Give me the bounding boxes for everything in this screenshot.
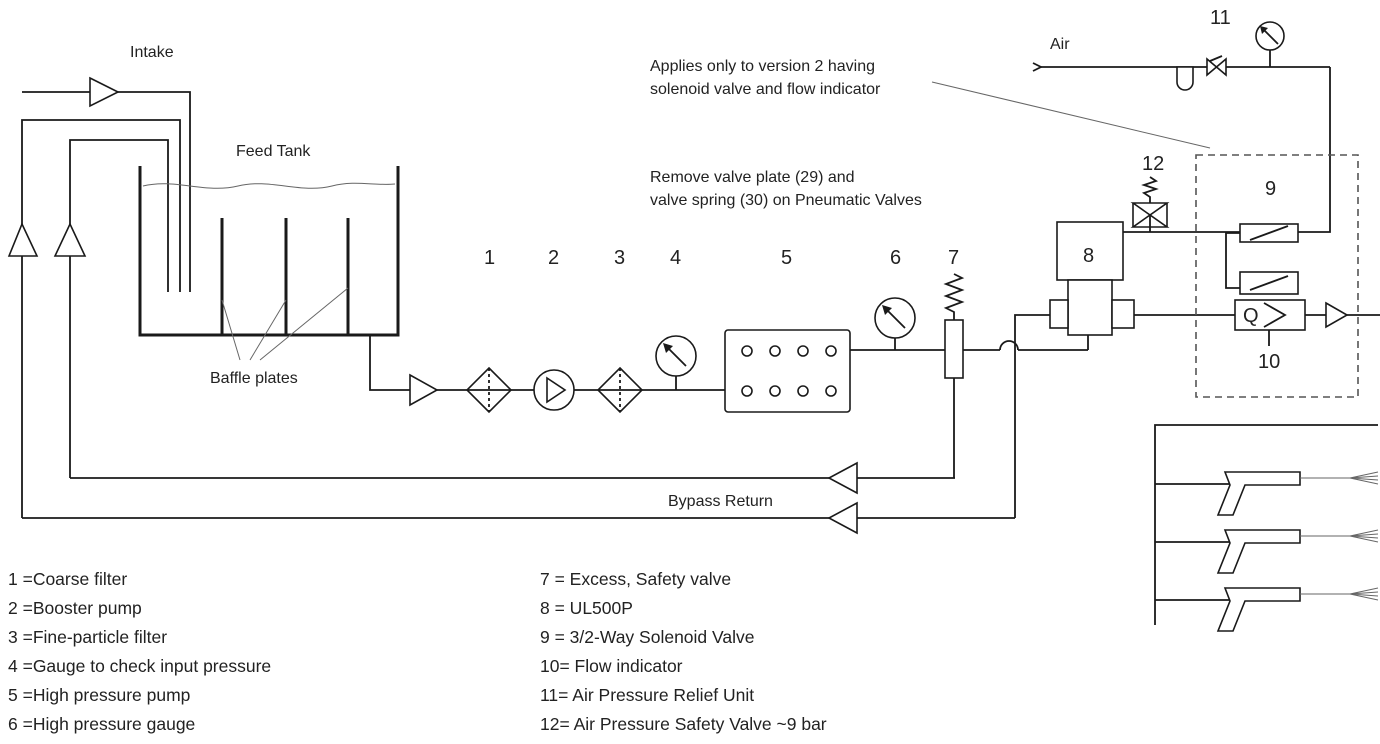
legend-item: 4 =Gauge to check input pressure: [8, 656, 271, 676]
legend-item: 5 =High pressure pump: [8, 685, 190, 705]
component-number-3: 3: [614, 247, 625, 269]
baffle-plates-label: Baffle plates: [210, 370, 298, 387]
component-number-7: 7: [948, 247, 959, 269]
feed-tank: [138, 166, 400, 361]
flow-symbol: Q: [1243, 305, 1259, 327]
intake-label: Intake: [130, 44, 174, 61]
legend-item: 1 =Coarse filter: [8, 569, 127, 589]
component-number-4: 4: [670, 247, 681, 269]
ul500p-unit: [1049, 221, 1235, 350]
legend-item: 7 = Excess, Safety valve: [540, 569, 731, 589]
air-label: Air: [1050, 36, 1070, 53]
legend-left: 1 =Coarse filter 2 =Booster pump 3 =Fine…: [8, 569, 271, 734]
component-number-6: 6: [890, 247, 901, 269]
high-pressure-gauge: [874, 297, 916, 350]
coarse-filter: [465, 366, 513, 414]
component-number-9: 9: [1265, 178, 1276, 200]
component-number-12: 12: [1142, 153, 1164, 175]
note-leader-line: [931, 81, 1211, 149]
bypass-return-inner: [53, 139, 955, 495]
input-pressure-gauge: [655, 335, 697, 390]
version2-region: [1195, 154, 1380, 398]
component-number-1: 1: [484, 247, 495, 269]
spray-gun-2: [1216, 529, 1379, 574]
high-pressure-pump: [724, 329, 851, 413]
feed-tank-label: Feed Tank: [236, 143, 311, 160]
legend-item: 3 =Fine-particle filter: [8, 627, 167, 647]
bypass-return-outer: [7, 119, 1015, 535]
legend-item: 2 =Booster pump: [8, 598, 142, 618]
bypass-return-label: Bypass Return: [668, 493, 773, 510]
component-number-8: 8: [1083, 245, 1094, 267]
legend-right: 7 = Excess, Safety valve 8 = UL500P 9 = …: [540, 569, 827, 734]
component-number-2: 2: [548, 247, 559, 269]
component-number-5: 5: [781, 247, 792, 269]
component-number-10: 10: [1258, 351, 1280, 373]
legend-item: 6 =High pressure gauge: [8, 714, 195, 734]
air-safety-valve: [1123, 176, 1240, 233]
legend-item: 11= Air Pressure Relief Unit: [540, 685, 754, 705]
version2-note-line1: Applies only to version 2 having: [650, 58, 875, 75]
version2-note-line2: solenoid valve and flow indicator: [650, 81, 881, 98]
legend-item: 9 = 3/2-Way Solenoid Valve: [540, 627, 755, 647]
legend-item: 10= Flow indicator: [540, 656, 683, 676]
air-supply-line: [1032, 21, 1331, 233]
booster-pump: [533, 369, 575, 411]
spray-gun-3: [1216, 587, 1379, 632]
legend-item: 12= Air Pressure Safety Valve ~9 bar: [540, 714, 827, 734]
safety-valve: [943, 273, 965, 478]
spray-gun-1: [1216, 471, 1379, 516]
component-number-11: 11: [1210, 7, 1231, 29]
legend-item: 8 = UL500P: [540, 598, 633, 618]
fine-particle-filter: [596, 366, 644, 414]
remove-note-line2: valve spring (30) on Pneumatic Valves: [650, 192, 922, 209]
remove-note-line1: Remove valve plate (29) and: [650, 169, 855, 186]
intake-line: [22, 76, 191, 292]
